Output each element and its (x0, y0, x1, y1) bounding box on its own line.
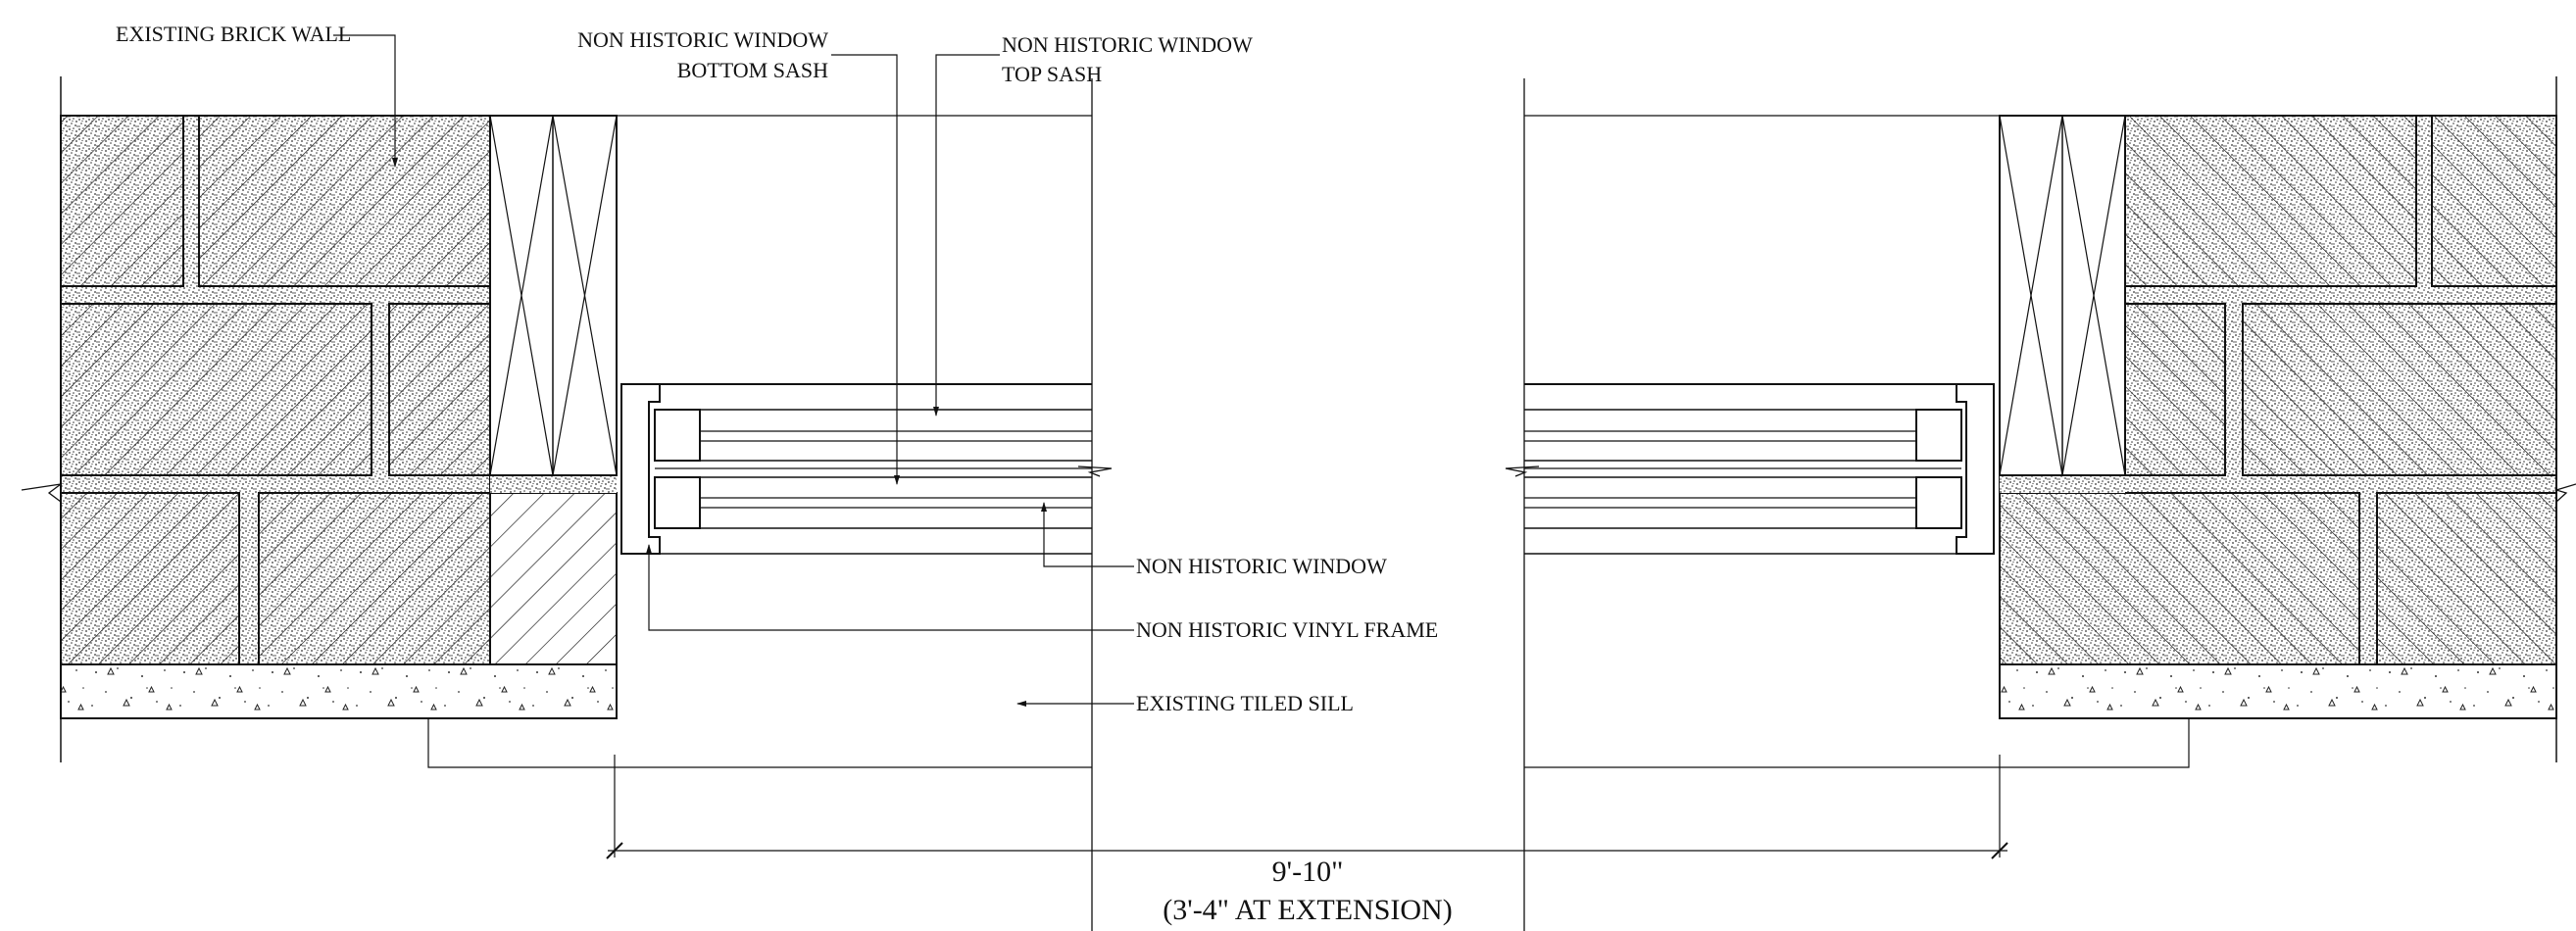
label-top-sash-line1: NON HISTORIC WINDOW (1002, 32, 1253, 57)
left-window-assembly (620, 383, 1113, 555)
left-brick (60, 303, 372, 476)
left-brick (60, 115, 184, 287)
right-window-assembly (1505, 383, 1995, 555)
right-brick (2376, 492, 2557, 665)
left-wall (21, 76, 618, 762)
leader-bottom-sash (831, 54, 900, 485)
left-mortar-strip (490, 475, 617, 493)
right-brick (2242, 303, 2557, 476)
label-top-sash-line2: TOP SASH (1002, 62, 1102, 86)
right-mortar-strip (2000, 475, 2125, 493)
left-top-sash-end (654, 409, 701, 462)
overall-dimension: 9'-10" (3'-4" AT EXTENSION) (606, 755, 2008, 926)
leader-brick-wall (333, 34, 398, 168)
label-bottom-sash-line2: BOTTOM SASH (677, 58, 828, 82)
right-concrete-sill (1999, 663, 2557, 719)
left-brick (198, 115, 491, 287)
leader-top-sash (933, 54, 1000, 416)
left-brick (60, 492, 240, 665)
label-tiled-sill: EXISTING TILED SILL (1136, 691, 1354, 715)
right-brick (1999, 492, 2360, 665)
left-bottom-sash-end (654, 476, 701, 529)
leader-window (1041, 502, 1134, 567)
label-existing-brick-wall: EXISTING BRICK WALL (116, 22, 351, 46)
left-brick (388, 303, 491, 476)
leader-vinyl-frame (646, 544, 1134, 631)
right-top-sash-end (1915, 409, 1962, 462)
label-bottom-sash-line1: NON HISTORIC WINDOW (577, 27, 828, 52)
right-brick (2124, 303, 2226, 476)
left-concrete-sill (60, 663, 618, 719)
label-vinyl-frame: NON HISTORIC VINYL FRAME (1136, 617, 1438, 642)
leaders (333, 34, 1134, 707)
reference-lines (427, 78, 2190, 931)
left-brick (258, 492, 618, 665)
right-wall (1999, 76, 2576, 762)
right-brick (2124, 115, 2417, 287)
dimension-note: (3'-4" AT EXTENSION) (1163, 894, 1452, 926)
labels: EXISTING BRICK WALL NON HISTORIC WINDOW … (116, 22, 1438, 715)
right-bottom-sash-end (1915, 476, 1962, 529)
dimension-value: 9'-10" (1272, 856, 1344, 888)
right-brick (2431, 115, 2557, 287)
label-non-historic-window: NON HISTORIC WINDOW (1136, 554, 1387, 578)
